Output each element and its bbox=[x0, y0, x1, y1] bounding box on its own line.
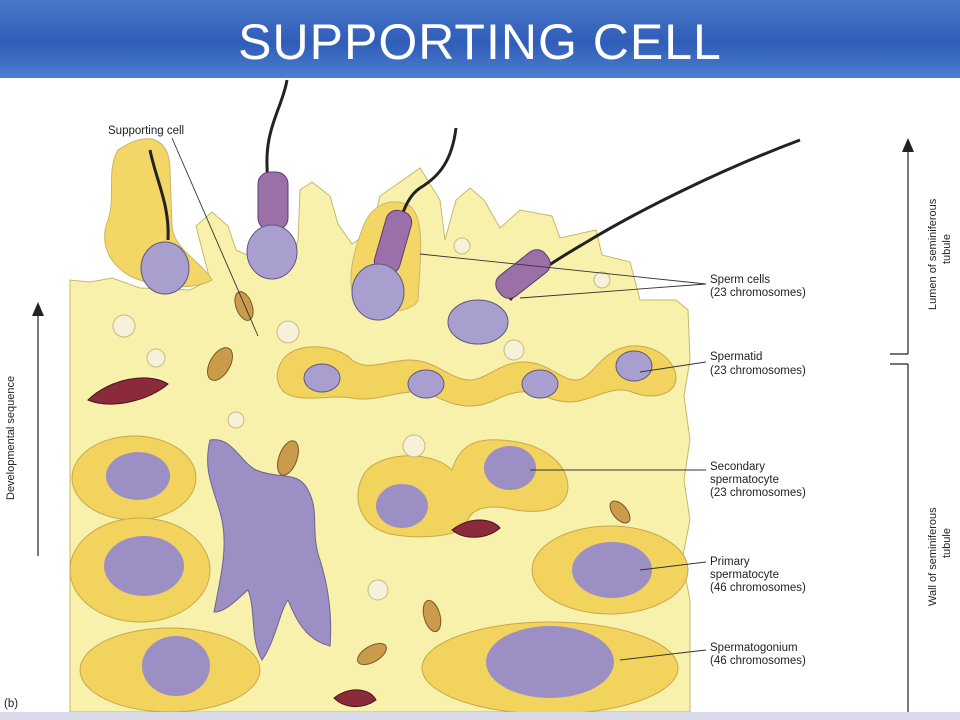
vesicle bbox=[276, 320, 300, 344]
panel-letter: (b) bbox=[4, 698, 18, 710]
label-spermatid: Spermatid bbox=[710, 351, 762, 363]
label-spermatogonium-chromosomes: (46 chromosomes) bbox=[710, 655, 806, 667]
vesicle bbox=[227, 411, 245, 429]
label-secondary-spermatocyte-2: spermatocyte bbox=[710, 474, 779, 486]
leader-lines bbox=[171, 137, 707, 661]
vesicle bbox=[367, 579, 389, 601]
sperm-head bbox=[140, 241, 190, 295]
label-spermatogonium: Spermatogonium bbox=[710, 642, 798, 654]
nucleus bbox=[376, 484, 428, 528]
spermatid bbox=[615, 350, 653, 382]
vesicle bbox=[453, 237, 471, 255]
vesicle bbox=[593, 271, 611, 289]
nucleus bbox=[572, 542, 652, 598]
footer-band bbox=[0, 712, 960, 720]
title-bar: SUPPORTING CELL bbox=[0, 0, 960, 78]
label-primary-spermatocyte: Primary bbox=[710, 556, 750, 568]
label-developmental-sequence: Developmental sequence bbox=[5, 376, 17, 500]
spermatid bbox=[521, 369, 559, 399]
supporting-cell-nucleus bbox=[207, 439, 332, 661]
sperm-midpiece bbox=[257, 171, 289, 231]
sperm-head bbox=[246, 224, 298, 280]
dark-mitochondrion bbox=[451, 519, 501, 538]
spermatid bbox=[407, 369, 445, 399]
mitochondrion bbox=[207, 347, 233, 381]
label-secondary-spermatocyte: Secondary bbox=[710, 461, 765, 473]
label-secondary-spermatocyte-chromosomes: (23 chromosomes) bbox=[710, 487, 806, 499]
mitochondrion bbox=[422, 599, 442, 633]
label-primary-spermatocyte-2: spermatocyte bbox=[710, 569, 779, 581]
nucleus bbox=[106, 452, 170, 500]
label-supporting-cell: Supporting cell bbox=[108, 125, 184, 137]
lumen-arrow-head bbox=[902, 138, 914, 152]
development-arrow-head bbox=[32, 302, 44, 316]
label-spermatid-chromosomes: (23 chromosomes) bbox=[710, 365, 806, 377]
label-lumen: Lumen of seminiferous bbox=[927, 198, 939, 310]
sperm-head bbox=[447, 299, 509, 345]
mitochondrion bbox=[357, 642, 387, 666]
nucleus bbox=[484, 446, 536, 490]
vesicle bbox=[402, 434, 426, 458]
label-primary-spermatocyte-chromosomes: (46 chromosomes) bbox=[710, 582, 806, 594]
vesicle bbox=[503, 339, 525, 361]
sperm-tail bbox=[148, 149, 170, 241]
vesicle bbox=[146, 348, 166, 368]
nucleus bbox=[104, 536, 184, 596]
dark-mitochondrion bbox=[333, 689, 377, 707]
label-sperm-cells: Sperm cells bbox=[710, 274, 770, 286]
label-sperm-cells-chromosomes: (23 chromosomes) bbox=[710, 287, 806, 299]
slide-title: SUPPORTING CELL bbox=[238, 14, 722, 70]
spermatid bbox=[303, 363, 341, 393]
label-lumen-2: tubule bbox=[941, 234, 953, 264]
label-wall-2: tubule bbox=[941, 528, 953, 558]
nucleus bbox=[142, 636, 210, 696]
spermatid-chain bbox=[276, 345, 677, 407]
nucleus bbox=[486, 626, 614, 698]
dark-mitochondrion bbox=[87, 377, 169, 405]
mitochondrion bbox=[609, 500, 631, 524]
vesicle bbox=[112, 314, 136, 338]
label-wall: Wall of seminiferous bbox=[927, 507, 939, 606]
sperm-head bbox=[351, 263, 405, 321]
mitochondrion bbox=[277, 440, 299, 476]
